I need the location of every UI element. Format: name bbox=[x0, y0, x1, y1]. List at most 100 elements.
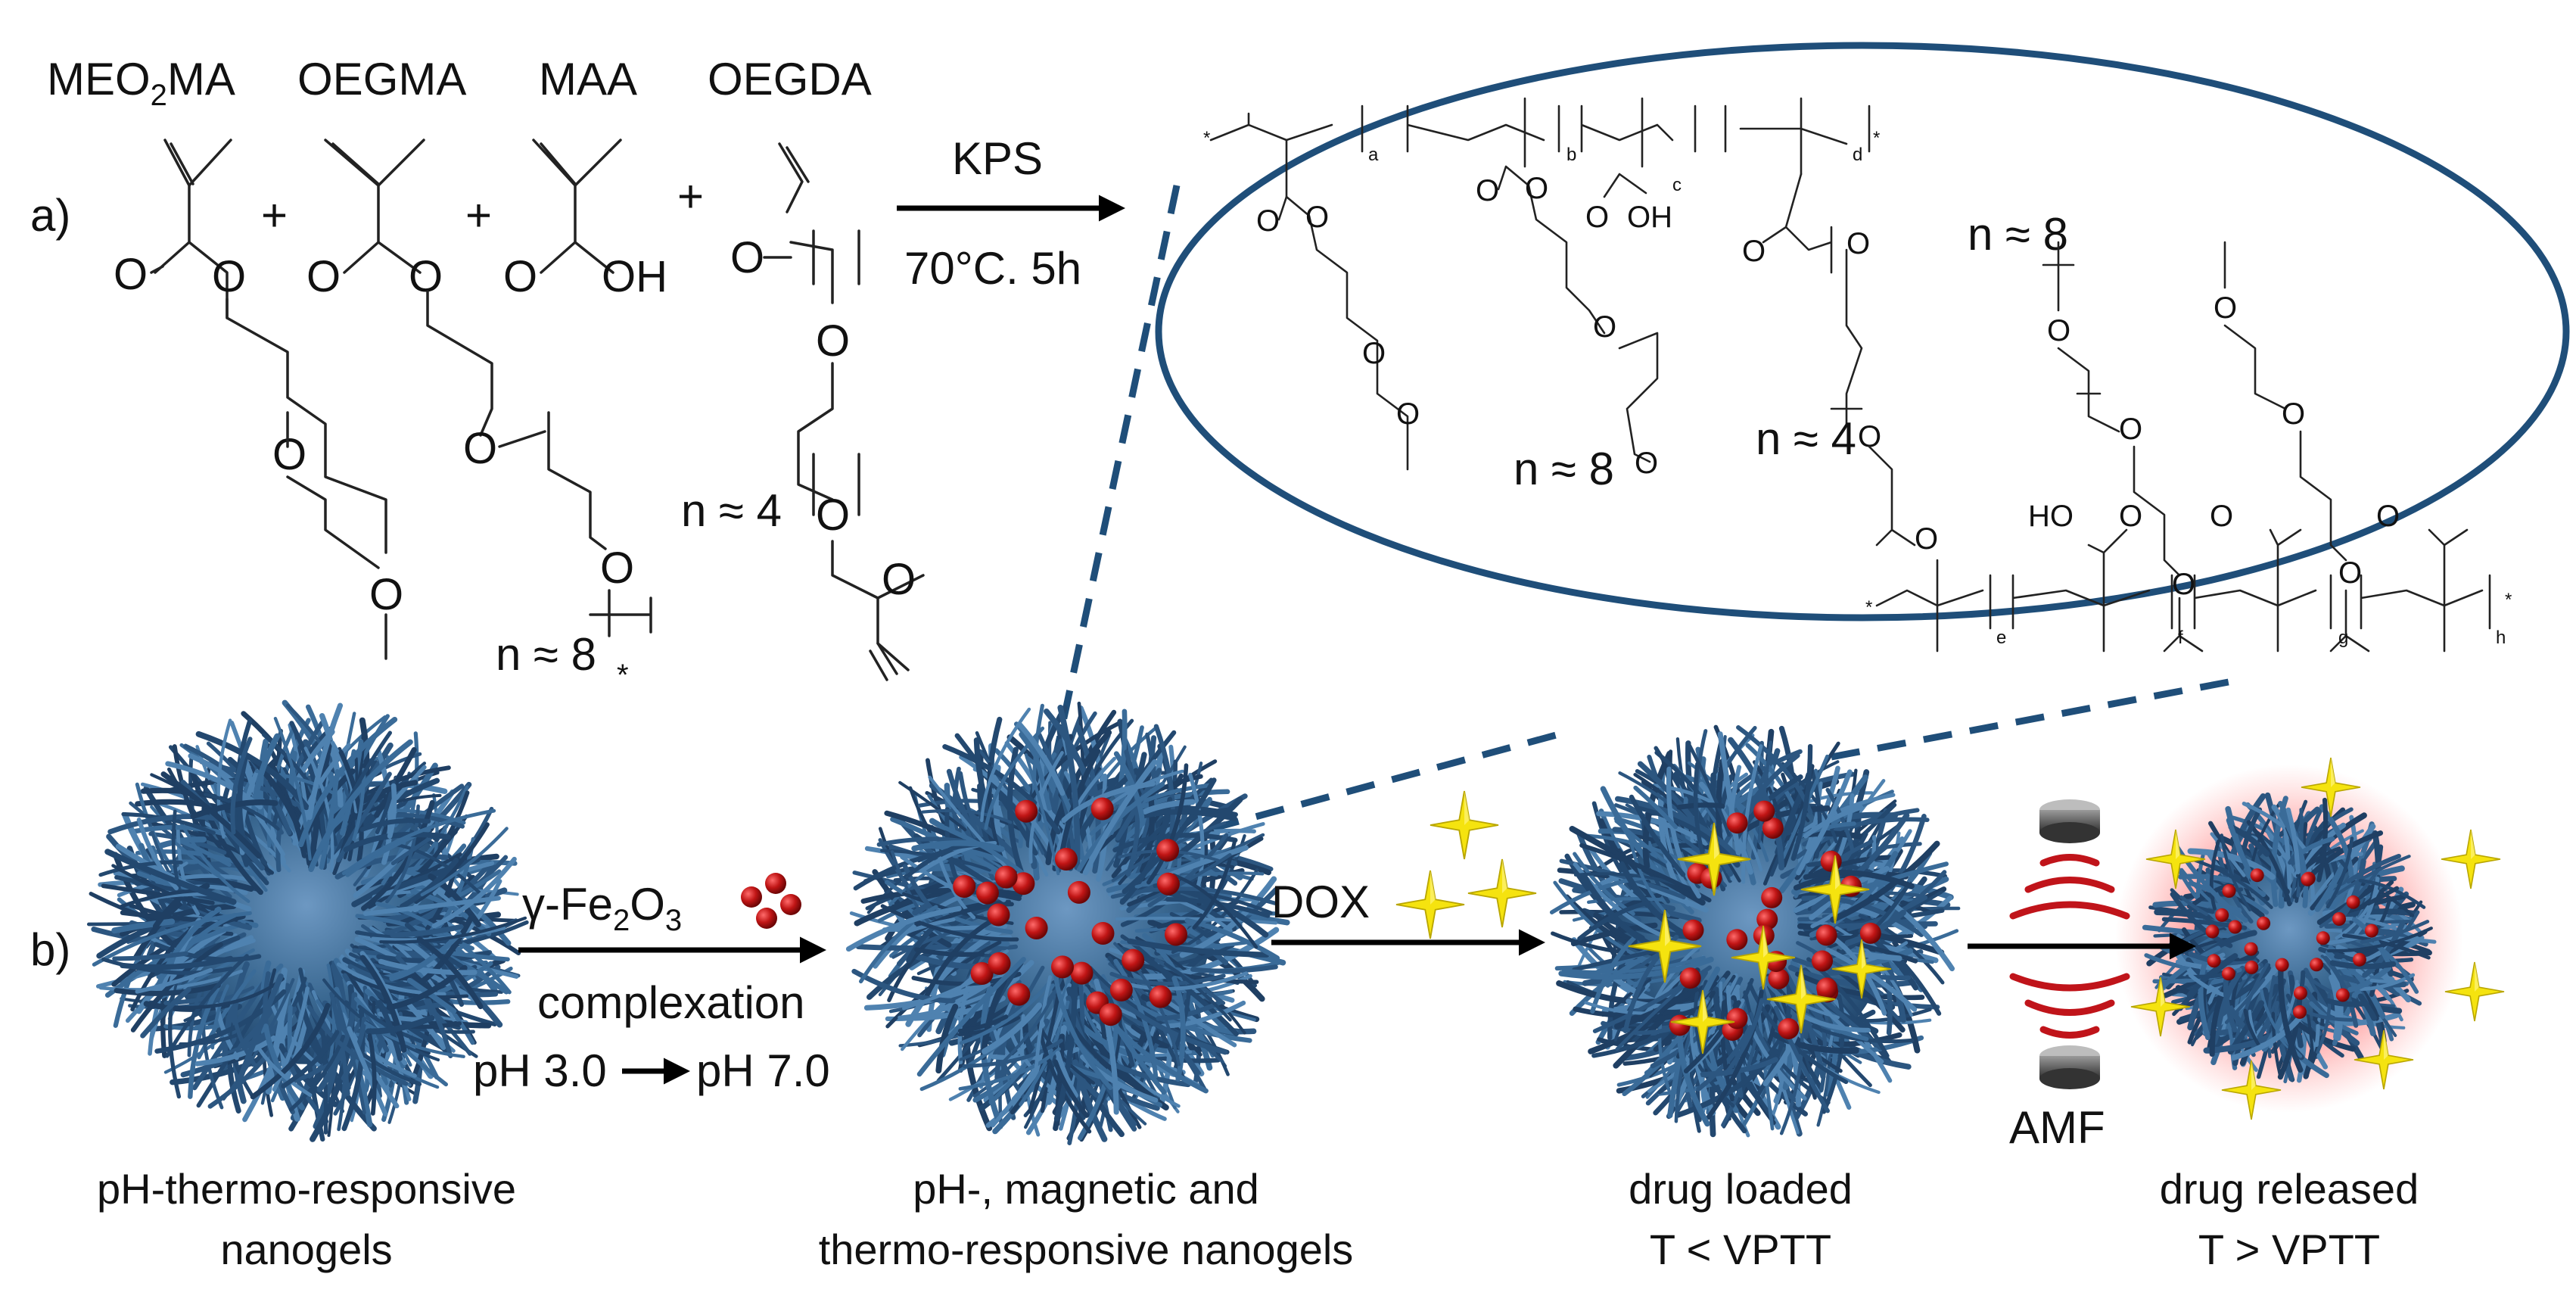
caption-loaded-line2: T < VPTT bbox=[1650, 1226, 1831, 1273]
poly-star-tl: * bbox=[1203, 128, 1210, 148]
polymer-chain bbox=[1057, 705, 1081, 871]
iron-oxide-nanoparticle bbox=[1015, 799, 1038, 823]
polymer-chain bbox=[1053, 974, 1078, 1122]
polymer-chain bbox=[932, 981, 991, 1015]
polymer-chain bbox=[111, 864, 215, 911]
polymer-chain bbox=[1044, 709, 1094, 797]
polymer-chain bbox=[1140, 954, 1239, 1037]
polymer-chain bbox=[1129, 959, 1259, 984]
dox-label: DOX bbox=[1271, 877, 1370, 927]
polymer-chain bbox=[273, 716, 312, 861]
polymer-chain bbox=[1109, 971, 1226, 986]
polymer-chain bbox=[1053, 970, 1113, 1090]
poly-o-18: O bbox=[2338, 556, 2362, 590]
monomer-maa-label: MAA bbox=[539, 54, 637, 104]
polymer-chain bbox=[341, 970, 469, 999]
polymer-chain bbox=[112, 951, 188, 961]
polymer-chain bbox=[379, 916, 527, 944]
polymer-chain bbox=[400, 858, 459, 909]
polymer-chain bbox=[303, 746, 334, 873]
polymer-chain bbox=[178, 976, 285, 1010]
iron-oxide-nanoparticle bbox=[2335, 988, 2350, 1002]
iron-oxide-nanoparticle bbox=[2293, 1005, 2307, 1019]
iron-oxide-nanoparticle bbox=[1149, 985, 1172, 1008]
polymer-chain bbox=[959, 980, 1052, 1045]
polymer-chain bbox=[962, 1039, 1063, 1068]
iron-oxide-nanoparticle bbox=[1012, 872, 1035, 896]
caption-plain-line1: pH-thermo-responsive bbox=[97, 1165, 516, 1213]
iron-oxide-nanoparticle bbox=[953, 875, 976, 898]
polymer-chain bbox=[1713, 986, 1762, 1103]
magnet-bottom-icon bbox=[2039, 1045, 2100, 1089]
polymer-chain bbox=[1807, 762, 1822, 859]
polymer-chain bbox=[230, 737, 253, 835]
polymer-chain bbox=[1190, 964, 1278, 973]
polymer-chain bbox=[114, 983, 221, 996]
polymer-chain bbox=[359, 818, 431, 832]
iron-oxide-nanoparticle bbox=[1067, 880, 1090, 904]
polymer-chain bbox=[1860, 952, 1902, 961]
oegma-repeat-n: n ≈ 8 bbox=[496, 629, 596, 680]
iron-oxide-nanoparticle bbox=[1122, 948, 1145, 972]
panel-b-label: b) bbox=[30, 924, 70, 975]
poly-star-br: * bbox=[2505, 590, 2512, 610]
polymer-chain bbox=[1642, 750, 1672, 870]
maa-structure: O OH bbox=[503, 139, 667, 301]
polymer-chain bbox=[2207, 991, 2217, 1005]
iron-oxide-nanoparticle bbox=[1859, 922, 1881, 944]
polymer-chain bbox=[281, 1029, 340, 1089]
polymer-chain bbox=[117, 889, 203, 909]
oegma-terminal-o: O bbox=[600, 544, 634, 593]
magnetic-field-step: AMF bbox=[1968, 799, 2196, 1153]
polymer-chain bbox=[957, 1014, 1009, 1033]
iron-oxide-nanoparticle bbox=[1726, 1008, 1748, 1029]
drug-loading-step: DOX bbox=[1271, 790, 1545, 956]
polymer-chain bbox=[2246, 820, 2291, 907]
polymer-chain bbox=[2277, 988, 2303, 1080]
polymer-chain bbox=[2369, 978, 2394, 983]
polymer-chain bbox=[1772, 1032, 1859, 1054]
polymer-chain bbox=[1654, 750, 1722, 825]
polymer-chain bbox=[2357, 993, 2377, 1021]
polymer-chain bbox=[872, 869, 952, 948]
iron-oxide-nanoparticle bbox=[1815, 924, 1837, 946]
iron-oxide-nanoparticle bbox=[1753, 800, 1775, 822]
polymer-chain bbox=[887, 936, 935, 1002]
poly-o-13: O bbox=[2047, 314, 2070, 347]
polymer-chain bbox=[1622, 984, 1693, 1045]
polymer-chain bbox=[155, 836, 207, 849]
polymer-chain bbox=[378, 958, 478, 976]
polymer-chain bbox=[2187, 848, 2276, 880]
iron-oxide-nanoparticle bbox=[970, 962, 994, 985]
polymer-chain bbox=[2243, 1008, 2261, 1048]
polymer-chain bbox=[204, 793, 280, 831]
polymer-chain bbox=[985, 1000, 1028, 1102]
polymer-chain bbox=[1830, 840, 1940, 923]
polymer-chain bbox=[1067, 976, 1085, 1145]
maa-hydroxyl: OH bbox=[602, 252, 667, 301]
polymer-chain bbox=[389, 931, 462, 982]
poly-sub-a: a bbox=[1368, 145, 1379, 165]
polymer-chain bbox=[165, 954, 249, 1058]
poly-sub-d: d bbox=[1853, 145, 1862, 165]
polymer-chain bbox=[2326, 836, 2354, 909]
polymer-chain bbox=[394, 843, 486, 899]
zoom-ellipse bbox=[1155, 42, 2570, 621]
polymer-chain bbox=[1596, 811, 1709, 846]
polymer-chain bbox=[1617, 848, 1651, 884]
polymer-chain bbox=[2242, 802, 2309, 854]
polymer-chain bbox=[1055, 1051, 1078, 1098]
polymer-chain bbox=[387, 783, 397, 839]
polymer-chain bbox=[922, 915, 1000, 1001]
polymer-chain bbox=[374, 746, 417, 818]
polymer-chain bbox=[1676, 1025, 1710, 1127]
polymer-chain bbox=[2186, 953, 2238, 998]
dox-molecule-icon bbox=[1395, 870, 1465, 939]
nanogel-magnetic bbox=[845, 701, 1290, 1145]
polymer-chain bbox=[190, 799, 278, 819]
polymer-chain bbox=[2314, 1023, 2320, 1048]
poly-o-8: O bbox=[1635, 447, 1658, 480]
iron-oxide-nanoparticle bbox=[2310, 958, 2324, 972]
poly-o-19: O bbox=[1915, 522, 1938, 556]
polymer-chain bbox=[2179, 895, 2209, 916]
